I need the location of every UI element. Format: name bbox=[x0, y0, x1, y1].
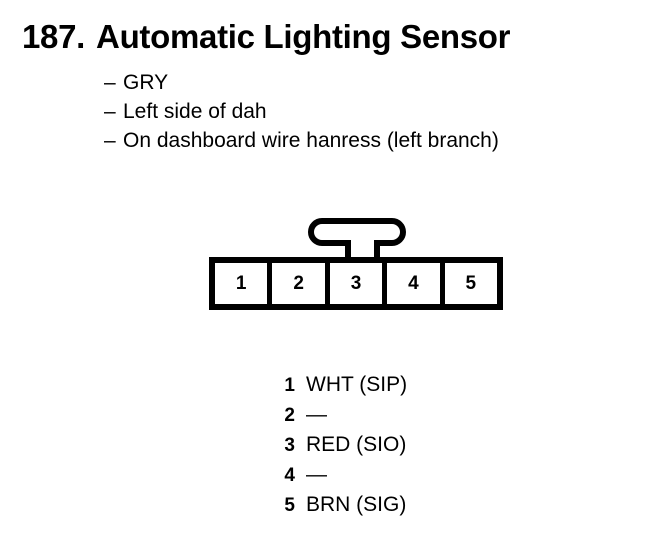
bullet-dash-icon: – bbox=[104, 71, 116, 94]
connector-pin-1: 1 bbox=[215, 263, 273, 304]
connector-pin-4: 4 bbox=[387, 263, 445, 304]
list-item: –Left side of dah bbox=[104, 97, 499, 126]
connector-latch-stem-right bbox=[374, 240, 380, 259]
legend-row: 3 RED (SIO) bbox=[281, 430, 407, 460]
connector-diagram: 1 2 3 4 5 bbox=[209, 218, 503, 310]
legend-pin-number: 1 bbox=[284, 375, 295, 396]
legend-pin-number: 2 bbox=[284, 405, 295, 426]
page-title-number: 187. bbox=[22, 18, 86, 55]
legend-pin-value: BRN (SIG) bbox=[306, 493, 407, 516]
legend-pin-value: RED (SIO) bbox=[306, 433, 407, 456]
legend-pin-number: 5 bbox=[284, 495, 295, 516]
list-item: –On dashboard wire hanress (left branch) bbox=[104, 126, 499, 155]
list-item-label: GRY bbox=[123, 71, 169, 94]
page-title: 187. Automatic Lighting Sensor bbox=[22, 18, 511, 56]
description-list: –GRY –Left side of dah –On dashboard wir… bbox=[104, 68, 499, 155]
connector-pin-3: 3 bbox=[330, 263, 388, 304]
legend-pin-value: — bbox=[306, 463, 327, 486]
page-title-text: Automatic Lighting Sensor bbox=[96, 18, 511, 55]
bullet-dash-icon: – bbox=[104, 100, 116, 123]
connector-pin-5: 5 bbox=[465, 273, 477, 294]
list-item: –GRY bbox=[104, 68, 499, 97]
legend-pin-number: 4 bbox=[284, 465, 295, 486]
legend-pin-number: 3 bbox=[284, 435, 295, 456]
legend-row: 4 — bbox=[281, 460, 407, 490]
legend-pin-value: — bbox=[306, 403, 327, 426]
legend-pin-value: WHT (SIP) bbox=[306, 373, 408, 396]
connector-pin-2: 2 bbox=[272, 263, 330, 304]
connector-latch-stem-left bbox=[345, 240, 351, 259]
connector-body: 1 2 3 4 5 bbox=[209, 257, 503, 310]
legend-row: 1 WHT (SIP) bbox=[281, 370, 407, 400]
legend-row: 2 — bbox=[281, 400, 407, 430]
bullet-dash-icon: – bbox=[104, 129, 116, 152]
list-item-label: On dashboard wire hanress (left branch) bbox=[123, 129, 499, 152]
legend-row: 5 BRN (SIG) bbox=[281, 490, 407, 520]
list-item-label: Left side of dah bbox=[123, 100, 267, 123]
connector-latch-notch bbox=[351, 240, 374, 260]
pin-legend: 1 WHT (SIP) 2 — 3 RED (SIO) 4 — 5 BRN (S… bbox=[281, 370, 407, 520]
